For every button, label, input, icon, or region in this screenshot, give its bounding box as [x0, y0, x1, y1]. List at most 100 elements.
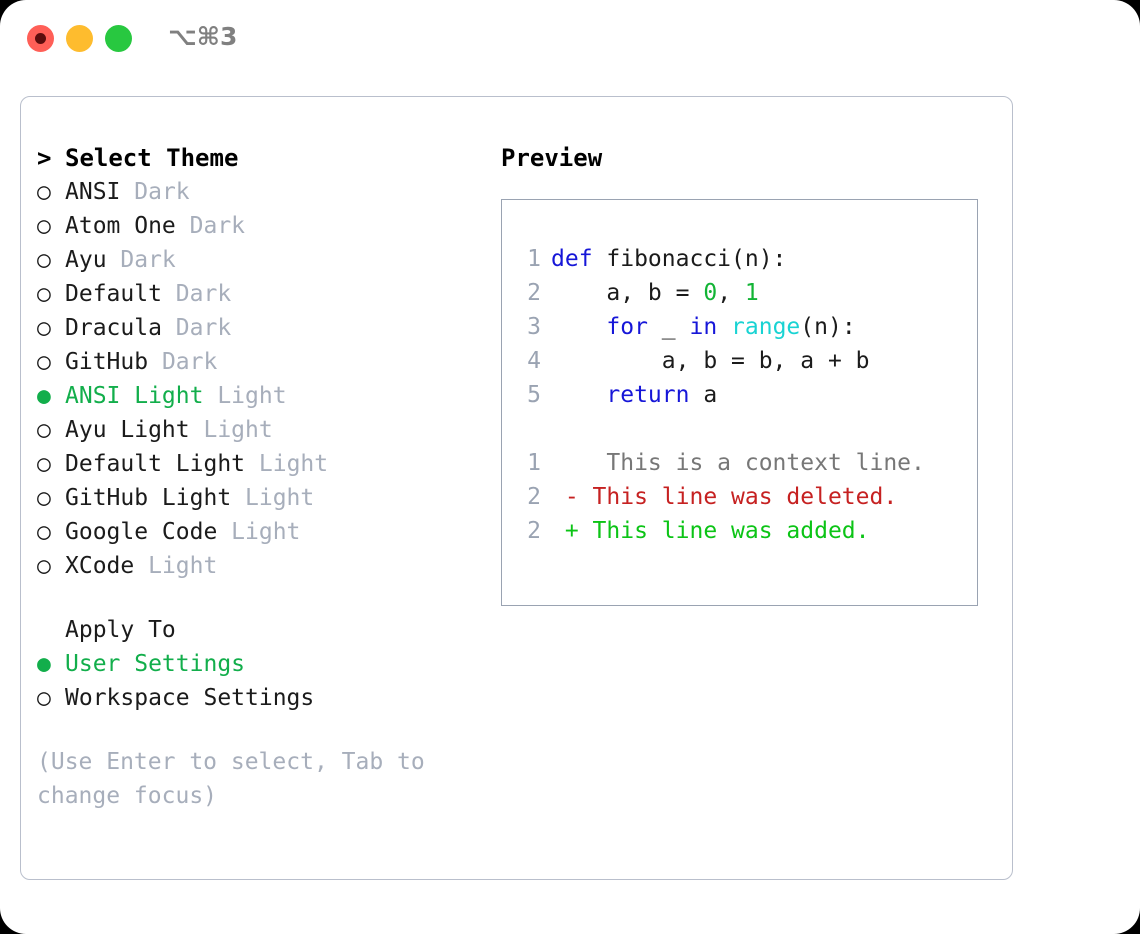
- theme-option-dracula[interactable]: ○ Dracula Dark: [37, 311, 477, 345]
- theme-option-atom-one[interactable]: ○ Atom One Dark: [37, 209, 477, 243]
- theme-option-variant: Dark: [134, 179, 190, 205]
- radio-unselected-icon[interactable]: ○: [37, 213, 51, 239]
- code-token: for: [606, 314, 648, 340]
- theme-option-ayu-light[interactable]: ○ Ayu Light Light: [37, 413, 477, 447]
- preview-title: Preview: [501, 144, 603, 172]
- theme-option-variant: Dark: [189, 213, 246, 239]
- window-titlebar: ⌥⌘3: [0, 0, 1140, 78]
- line-number: 2: [527, 280, 541, 306]
- theme-option-default[interactable]: ○ Default Dark: [37, 277, 477, 311]
- theme-option-ansi[interactable]: ○ ANSI Dark: [37, 175, 477, 209]
- radio-unselected-icon[interactable]: ○: [37, 417, 51, 443]
- code-token: return: [606, 382, 690, 408]
- diff-line-text: + This line was added.: [551, 518, 870, 544]
- theme-option-github[interactable]: ○GitHub Dark: [37, 345, 477, 379]
- theme-option-variant: Dark: [120, 247, 176, 273]
- prompt-caret-icon: >: [37, 144, 52, 172]
- theme-option-variant: Light: [203, 417, 273, 443]
- radio-unselected-icon[interactable]: ○: [37, 519, 51, 545]
- theme-option-name: Atom One: [65, 213, 190, 239]
- minimize-button[interactable]: [66, 25, 93, 52]
- apply-to-option-list[interactable]: ● User Settings ○ Workspace Settings: [37, 647, 477, 715]
- code-token: [717, 314, 731, 340]
- theme-selection-column: >Select Theme ○ANSI Dark○Atom One Dark○A…: [37, 141, 477, 813]
- keyboard-hint-text: (Use Enter to select, Tab to change focu…: [37, 749, 425, 809]
- theme-option-name: Ayu Light: [65, 417, 204, 443]
- theme-option-xcode[interactable]: ○ XCode Light: [37, 549, 477, 583]
- radio-unselected-icon[interactable]: ○: [37, 349, 51, 375]
- theme-option-name: Default Light: [65, 451, 259, 477]
- theme-option-name: Default: [65, 281, 176, 307]
- theme-option-variant: Dark: [161, 349, 218, 375]
- theme-option-name: ANSI: [65, 179, 135, 205]
- diff-line: 2 - This line was deleted.: [515, 480, 971, 514]
- apply-to-option-label: User Settings: [65, 651, 246, 677]
- code-token: a, b =: [551, 280, 704, 306]
- code-line: 4 a, b = b, a + b: [515, 344, 971, 378]
- diff-line: 1 This is a context line.: [515, 446, 971, 480]
- radio-selected-icon[interactable]: ●: [37, 651, 51, 677]
- radio-unselected-icon[interactable]: ○: [37, 281, 51, 307]
- theme-option-github-light[interactable]: ○GitHub Light Light: [37, 481, 477, 515]
- radio-unselected-icon[interactable]: ○: [37, 451, 51, 477]
- code-token: def: [551, 246, 593, 272]
- diff-line-text: - This line was deleted.: [551, 484, 898, 510]
- code-token: ,: [717, 280, 745, 306]
- theme-option-variant: Light: [148, 553, 218, 579]
- theme-option-name: Google Code: [65, 519, 232, 545]
- apply-to-header: Apply To: [37, 613, 477, 647]
- code-line: 5 return a: [515, 378, 971, 412]
- code-token: (n):: [800, 314, 856, 340]
- diff-line: 2 + This line was added.: [515, 514, 971, 548]
- radio-unselected-icon[interactable]: ○: [37, 179, 51, 205]
- theme-option-variant: Dark: [175, 281, 232, 307]
- theme-option-list[interactable]: ○ANSI Dark○Atom One Dark○Ayu Dark○Defaul…: [37, 175, 477, 583]
- select-theme-header-label: Select Theme: [65, 144, 239, 172]
- line-number: 4: [527, 348, 541, 374]
- close-button[interactable]: [27, 25, 54, 52]
- code-blank-line: [515, 412, 971, 446]
- theme-option-variant: Light: [231, 519, 301, 545]
- apply-to-option-workspace-settings[interactable]: ○ Workspace Settings: [37, 681, 477, 715]
- line-number: 5: [527, 382, 541, 408]
- radio-selected-icon[interactable]: ●: [37, 383, 51, 409]
- code-token: [551, 382, 606, 408]
- diff-line-text: This is a context line.: [551, 450, 925, 476]
- theme-option-google-code[interactable]: ○ Google Code Light: [37, 515, 477, 549]
- code-token: a: [689, 382, 718, 408]
- theme-picker-panel: >Select Theme ○ANSI Dark○Atom One Dark○A…: [20, 96, 1013, 880]
- theme-option-ansi-light[interactable]: ●ANSI Light Light: [37, 379, 477, 413]
- theme-option-variant: Light: [258, 451, 329, 477]
- radio-unselected-icon[interactable]: ○: [37, 247, 51, 273]
- radio-unselected-icon[interactable]: ○: [37, 315, 51, 341]
- theme-option-variant: Dark: [175, 315, 232, 341]
- radio-unselected-icon[interactable]: ○: [37, 485, 51, 511]
- line-number: 2: [527, 484, 541, 510]
- theme-option-name: XCode: [65, 553, 149, 579]
- theme-option-name: ANSI Light: [65, 383, 218, 409]
- theme-option-default-light[interactable]: ○ Default Light Light: [37, 447, 477, 481]
- code-token: 1: [744, 280, 759, 306]
- keyboard-shortcut-label: ⌥⌘3: [168, 22, 238, 51]
- radio-unselected-icon[interactable]: ○: [37, 685, 51, 711]
- apply-to-option-user-settings[interactable]: ● User Settings: [37, 647, 477, 681]
- code-line: 3 for _ in range(n):: [515, 310, 971, 344]
- apply-to-option-label: Workspace Settings: [65, 685, 315, 711]
- apply-to-header-marker: [37, 613, 65, 647]
- maximize-button[interactable]: [105, 25, 132, 52]
- code-line: 2 a, b = 0, 1: [515, 276, 971, 310]
- theme-option-name: Dracula: [65, 315, 176, 341]
- theme-option-variant: Light: [245, 485, 315, 511]
- line-number: 3: [527, 314, 541, 340]
- code-token: [551, 314, 606, 340]
- code-token: in: [689, 314, 718, 340]
- radio-unselected-icon[interactable]: ○: [37, 553, 51, 579]
- code-token: _: [647, 314, 690, 340]
- theme-option-ayu[interactable]: ○Ayu Dark: [37, 243, 477, 277]
- select-theme-header: > Select Theme: [37, 141, 477, 175]
